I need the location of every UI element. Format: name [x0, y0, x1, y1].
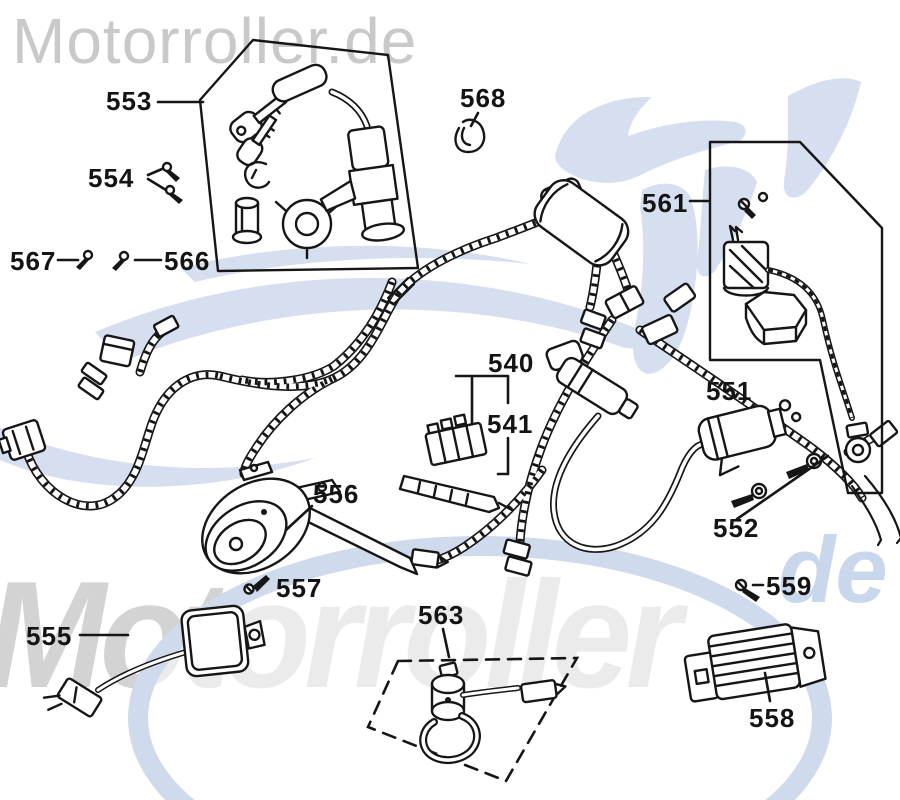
cdi-unit [42, 604, 266, 718]
part-label-561: 561 [642, 188, 689, 218]
mounting-bolts-552 [731, 452, 823, 508]
connector-block-540 [398, 413, 514, 514]
ignition-lock-panel [198, 38, 420, 273]
part-label-551: 551 [706, 376, 753, 406]
part-label-559: 559 [766, 571, 813, 601]
ignition-coil [697, 399, 802, 477]
sensor-kit-box [366, 656, 580, 783]
part-label-558: 558 [749, 703, 796, 733]
horn-screw [243, 575, 270, 595]
harness-sheath-tube [533, 177, 630, 267]
butterfly-logo-watermark [555, 96, 746, 183]
part-label-557: 557 [276, 573, 323, 603]
horn [201, 460, 419, 576]
regulator-screw [734, 578, 760, 602]
part-label-555: 555 [26, 621, 73, 651]
harness-connectors [0, 282, 899, 577]
part-label-567: 567 [10, 246, 57, 276]
cable-clip-568 [454, 118, 486, 154]
circle-swirl-watermark [128, 536, 832, 800]
part-label-553: 553 [106, 86, 153, 116]
label-leader-lines [56, 100, 830, 703]
part-label-540: 540 [488, 348, 535, 378]
part-label-566: 566 [164, 246, 211, 276]
part-label-554: 554 [88, 163, 135, 193]
watermark-graphics [0, 78, 861, 800]
fuel-sender-panel [708, 140, 884, 495]
part-label-556: 556 [313, 479, 360, 509]
part-label-552: 552 [713, 513, 760, 543]
part-label-541: 541 [487, 409, 534, 439]
part-label-568: 568 [460, 83, 507, 113]
part-label-563: 563 [418, 600, 465, 630]
watermark-brand-top: Motorroller.de [12, 5, 418, 77]
watermark-brand-suffix: de [778, 517, 888, 622]
voltage-regulator [683, 623, 827, 703]
spark-plug-cap [545, 339, 639, 420]
